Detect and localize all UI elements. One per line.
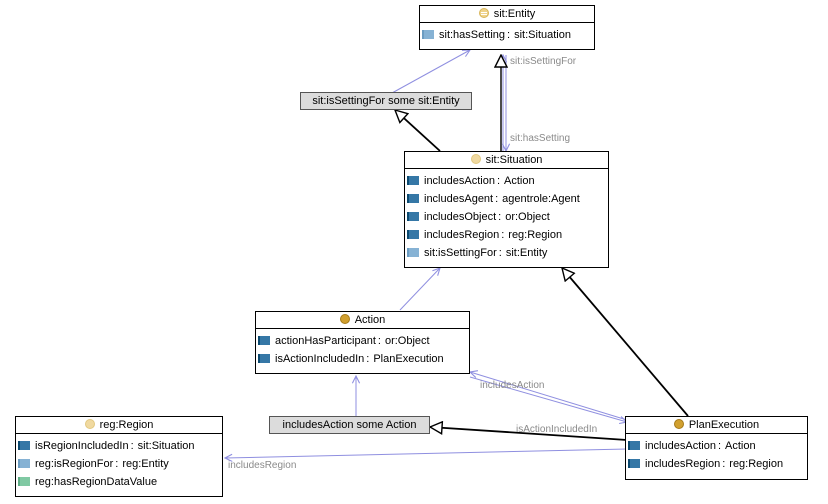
class-entity[interactable]: sit:Entity sit:hasSetting:sit:Situation [419,5,595,50]
property-row[interactable]: isRegionIncludedIn:sit:Situation [18,437,222,455]
property-row[interactable]: includesRegion:reg:Region [407,226,608,244]
data-property-icon [18,477,30,486]
object-property-icon [18,459,30,468]
edge-setting-restriction-to-entity [391,50,470,94]
property-range: sit:Situation [514,29,571,41]
edge-action-to-situation [399,268,440,311]
property-row[interactable]: sit:isSettingFor:sit:Entity [407,244,608,262]
edge-plan-to-region [225,448,628,458]
edge-plan-to-action [470,372,628,421]
property-row[interactable]: reg:hasRegionDataValue [18,473,222,491]
restriction-includes-action-some-action[interactable]: includesAction some Action [269,416,430,434]
property-row[interactable]: includesAction:Action [628,437,807,455]
restriction-setting-for-some-entity[interactable]: sit:isSettingFor some sit:Entity [300,92,472,110]
property-name: reg:hasRegionDataValue [35,476,158,488]
property-row[interactable]: includesRegion:reg:Region [628,455,807,473]
property-range: PlanExecution [373,353,444,365]
object-property-icon [422,30,434,39]
property-name: sit:isSettingFor [424,247,497,259]
object-property-icon [407,176,419,185]
property-name: includesRegion [645,458,721,470]
class-plan-execution-title: PlanExecution [688,419,760,431]
property-name: reg:isRegionFor [35,458,114,470]
class-situation-title: sit:Situation [485,154,543,166]
class-icon [470,154,481,164]
object-property-icon [628,441,640,450]
class-icon [339,314,350,324]
property-range: Action [725,440,756,452]
property-range: reg:Entity [122,458,169,470]
object-property-icon [258,354,270,363]
property-row[interactable]: reg:isRegionFor:reg:Entity [18,455,222,473]
class-region-header: reg:Region [16,417,222,434]
property-range: or:Object [384,335,430,347]
property-range: agentrole:Agent [502,193,580,205]
property-name: sit:hasSetting [439,29,506,41]
class-icon [84,419,95,429]
class-action-header: Action [256,312,469,329]
object-property-icon [407,212,419,221]
object-property-icon [407,248,419,257]
class-plan-execution[interactable]: PlanExecution includesAction:Action incl… [625,416,808,480]
property-name: isActionIncludedIn [275,353,365,365]
property-range: reg:Region [508,229,563,241]
property-row[interactable]: actionHasParticipant:or:Object [258,332,469,350]
object-property-icon [628,459,640,468]
object-property-icon [258,336,270,345]
edge-action-to-plan [469,376,627,422]
property-range: or:Object [505,211,550,223]
edge-label-is-setting-for: sit:isSettingFor [510,56,577,67]
class-situation-header: sit:Situation [405,152,608,169]
property-name: includesAgent [424,193,494,205]
class-situation[interactable]: sit:Situation includesAction:Action incl… [404,151,609,268]
property-range: reg:Region [729,458,784,470]
edge-label-is-action-included-in: isActionIncludedIn [516,424,598,435]
class-entity-header: sit:Entity [420,6,594,23]
property-row[interactable]: includesObject:or:Object [407,208,608,226]
class-icon [673,419,684,429]
property-name: includesObject [424,211,497,223]
edge-label-includes-action: includesAction [480,380,545,391]
class-icon [478,8,489,18]
object-property-icon [18,441,30,450]
property-range: Action [504,175,535,187]
property-name: actionHasParticipant [275,335,376,347]
property-range: sit:Situation [137,440,195,452]
class-region[interactable]: reg:Region isRegionIncludedIn:sit:Situat… [15,416,223,497]
subclass-plan-to-situation [562,268,689,417]
property-row[interactable]: includesAgent:agentrole:Agent [407,190,608,208]
property-row[interactable]: isActionIncludedIn:PlanExecution [258,350,469,368]
property-range: sit:Entity [505,247,548,259]
property-row[interactable]: includesAction:Action [407,172,608,190]
class-region-title: reg:Region [99,419,154,431]
property-name: includesRegion [424,229,500,241]
edge-label-has-setting: sit:hasSetting [510,133,571,144]
subclass-plan-to-includes-restriction [430,427,628,441]
property-name: includesAction [424,175,495,187]
class-action[interactable]: Action actionHasParticipant:or:Object is… [255,311,470,374]
class-action-title: Action [354,314,386,326]
property-row[interactable]: sit:hasSetting:sit:Situation [422,26,594,44]
class-entity-title: sit:Entity [493,8,536,20]
edge-label-includes-region: includesRegion [228,460,297,471]
class-plan-execution-header: PlanExecution [626,417,807,434]
property-name: isRegionIncludedIn [35,440,129,452]
object-property-icon [407,194,419,203]
property-name: includesAction [645,440,716,452]
subclass-situation-to-setting-restriction [395,110,441,152]
object-property-icon [407,230,419,239]
